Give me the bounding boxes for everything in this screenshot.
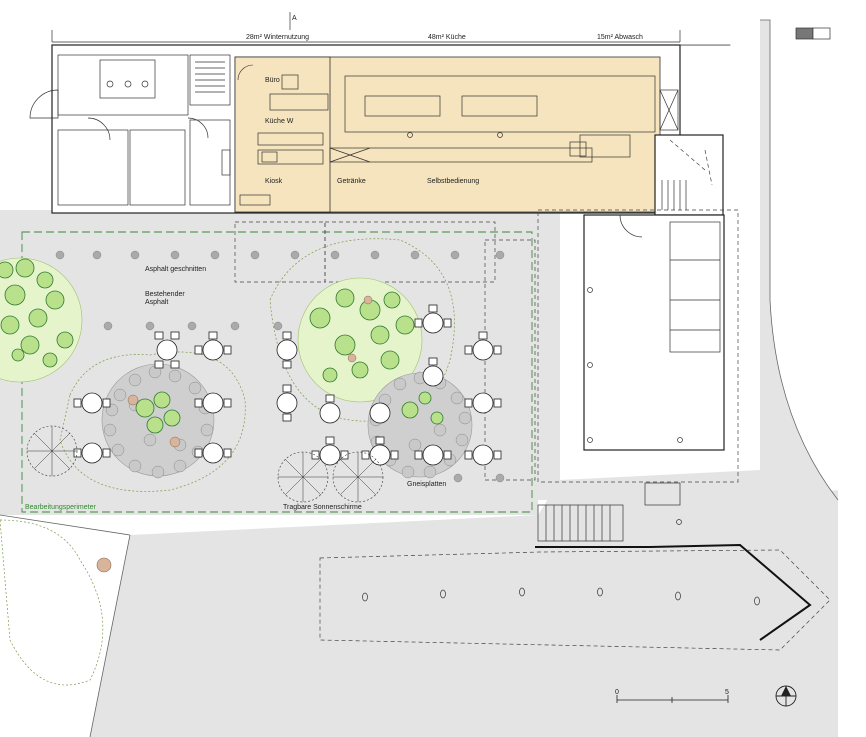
label-winter-area: 28m² Winternutzung	[246, 34, 309, 41]
label-asphalt-cut: Asphalt geschnitten	[145, 266, 206, 273]
north-arrow-icon	[775, 685, 797, 707]
table-set	[464, 331, 502, 361]
table-set	[319, 394, 341, 424]
table-set	[276, 384, 298, 422]
umbrella-icon	[26, 425, 78, 477]
scale-five: 5	[725, 689, 729, 696]
table-set	[194, 331, 232, 361]
label-existing-asphalt-1: Bestehender	[145, 291, 185, 298]
annex	[654, 134, 724, 216]
label-selfservice: Selbstbedienung	[427, 178, 479, 185]
label-perimeter: Bearbeitungsperimeter	[25, 504, 96, 511]
table-sets	[73, 304, 502, 466]
plan-labels: A 28m² Winternutzung 48m² Küche 15m² Abw…	[25, 15, 729, 696]
label-kiosk: Kiosk	[265, 178, 283, 185]
table-set	[464, 444, 502, 466]
label-existing-asphalt-2: Asphalt	[145, 299, 168, 306]
table-set	[414, 444, 452, 466]
table-set	[73, 442, 111, 464]
building	[29, 12, 739, 483]
legend-swatch-icon	[795, 27, 831, 40]
bollards	[55, 250, 505, 483]
scale-bar-icon	[616, 695, 729, 703]
sanitary-block	[29, 54, 231, 206]
table-set	[154, 331, 180, 369]
stair-interior	[195, 61, 225, 93]
table-set	[464, 392, 502, 414]
table-set	[414, 304, 452, 334]
outdoor-stair	[319, 482, 831, 651]
table-set	[194, 442, 232, 464]
table-set	[73, 392, 111, 414]
label-kitchen-w: Küche W	[265, 118, 294, 125]
table-set	[369, 402, 391, 424]
section-marker: A	[292, 15, 297, 22]
pavilion	[537, 209, 739, 483]
table-set	[276, 331, 298, 369]
label-umbrellas: Tragbare Sonnenschirme	[283, 504, 362, 511]
label-gneiss: Gneisplatten	[407, 481, 446, 488]
table-set	[311, 436, 349, 466]
dimension-line	[51, 12, 731, 46]
label-kitchen-area: 48m² Küche	[428, 34, 466, 41]
sun-umbrellas	[26, 425, 384, 503]
table-set	[194, 392, 232, 414]
kitchen-furniture	[237, 64, 679, 206]
scale-zero: 0	[615, 689, 619, 696]
umbrella-icon	[277, 451, 329, 503]
umbrella-icon	[332, 451, 384, 503]
table-set	[422, 357, 444, 387]
label-drinks: Getränke	[337, 178, 366, 185]
trees	[0, 258, 444, 573]
label-office: Büro	[265, 77, 280, 84]
label-wash-area: 15m² Abwasch	[597, 34, 643, 41]
